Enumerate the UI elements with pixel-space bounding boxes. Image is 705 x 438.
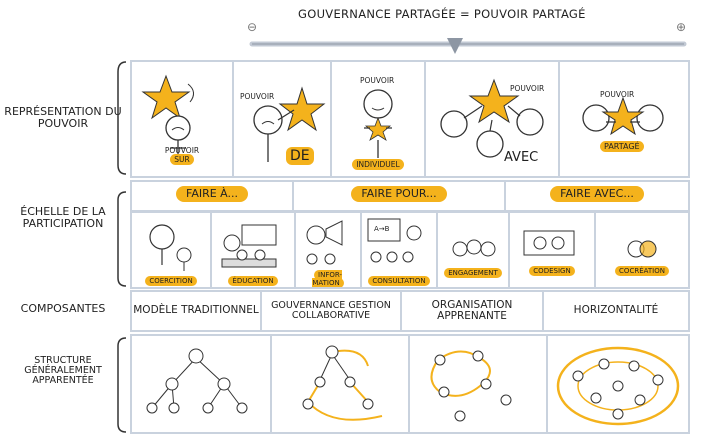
star-icon [141,74,194,162]
structure-apprenante [410,336,546,432]
participation-label: CONSULTATION [368,276,430,286]
participation-coercition: COERCITION [132,213,210,287]
pouvoir-word: POUVOIR [240,92,275,101]
row-label-echelle: ÉCHELLE DE LA PARTICIPATION [20,205,106,230]
participation-label: COCRÉATION [615,266,669,276]
structure-hierarchy [132,336,270,432]
participation-label: ÉDUCATION [228,276,278,286]
pouvoir-row: POUVOIR SUR POUVOIR DE POUVOIR INDIVIDUE… [130,60,690,178]
participation-label: ENGAGEMENT [444,268,502,278]
pouvoir-label: POUVOIR [164,146,200,155]
participation-information: INFOR-MATION [296,213,360,287]
faire-avec-cell: FAIRE AVEC... [506,182,688,210]
participation-engagement: ENGAGEMENT [438,213,508,287]
group-with-star-icon [440,78,544,158]
composante-gouvernance: GOUVERNANCE GESTION COLLABORATIVE [271,300,391,321]
pouvoir-word: POUVOIR [510,84,545,93]
pouvoir-word: POUVOIR [360,76,395,85]
faire-avec-label: FAIRE AVEC... [550,186,644,202]
participation-education: ÉDUCATION [212,213,294,287]
shared-star-icon [582,96,664,136]
row-label-representation: REPRÉSENTATION DU POUVOIR [4,105,122,130]
composante-organisation: ORGANISATION APPRENANTE [431,298,513,322]
pouvoir-word: POUVOIR [600,90,635,99]
power-scale-slider [249,38,687,54]
faire-row: FAIRE À... FAIRE POUR... FAIRE AVEC... [130,180,690,212]
hierarchy-tree-icon [146,348,248,414]
pouvoir-cell-partage: POUVOIR PARTAGÉ [560,62,688,176]
participation-label: INFOR-MATION [312,270,344,287]
classroom-icon [221,224,277,268]
faire-a-cell: FAIRE À... [132,182,292,210]
structure-horizontal [548,336,688,432]
pouvoir-cell-sur: POUVOIR SUR [132,62,232,176]
figure-with-star-icon [253,86,326,162]
pouvoir-cell-individuel: POUVOIR INDIVIDUEL [332,62,424,176]
scale-plus-icon: ⊕ [676,20,687,34]
row-label-structure: STRUCTURE GÉNÉRALEMENT APPARENTÉE [24,355,102,386]
engagement-group-icon [452,239,496,257]
faire-a-label: FAIRE À... [176,186,248,202]
cocreation-icon [627,240,657,258]
pouvoir-emph-partage: PARTAGÉ [600,141,644,152]
coercion-figures-icon [149,224,192,271]
composantes-row: MODÈLE TRADITIONNEL GOUVERNANCE GESTION … [130,290,690,332]
structure-collaborative [272,336,408,432]
board-text: A→B [374,225,390,233]
composante-horizontalite: HORIZONTALITÉ [573,304,659,317]
scale-minus-icon: ⊖ [247,20,258,34]
pouvoir-emph-de: DE [286,147,314,165]
figure-star-icon [363,89,393,158]
codesign-board-icon [523,230,575,256]
participation-cocreation: COCRÉATION [596,213,688,287]
participation-codesign: CODESIGN [510,213,594,287]
row-brackets [117,61,127,433]
consultation-board-icon [367,218,422,263]
pouvoir-cell-de: POUVOIR DE [234,62,330,176]
horizontal-network-icon [556,346,680,426]
participation-consultation: A→B CONSULTATION [362,213,436,287]
faire-pour-label: FAIRE POUR... [351,186,447,202]
pouvoir-emph-individuel: INDIVIDUEL [352,159,404,170]
composante-modele: MODÈLE TRADITIONNEL [133,304,259,317]
pouvoir-cell-avec: POUVOIR AVEC [426,62,558,176]
megaphone-icon [306,220,343,265]
pouvoir-emph-sur: SUR [170,154,194,165]
collaborative-network-icon [302,345,383,421]
structure-row [130,334,690,434]
learning-network-icon [430,350,512,422]
page-title: GOUVERNANCE PARTAGÉE = POUVOIR PARTAGÉ [298,7,586,21]
faire-pour-cell: FAIRE POUR... [294,182,504,210]
pouvoir-emph-avec: AVEC [504,150,539,165]
participation-label: CODESIGN [529,266,575,276]
participation-label: COERCITION [145,276,197,286]
participation-row: COERCITION ÉDUCATION INFOR-MATION A→B [130,211,690,289]
row-label-composantes: COMPOSANTES [20,302,106,315]
